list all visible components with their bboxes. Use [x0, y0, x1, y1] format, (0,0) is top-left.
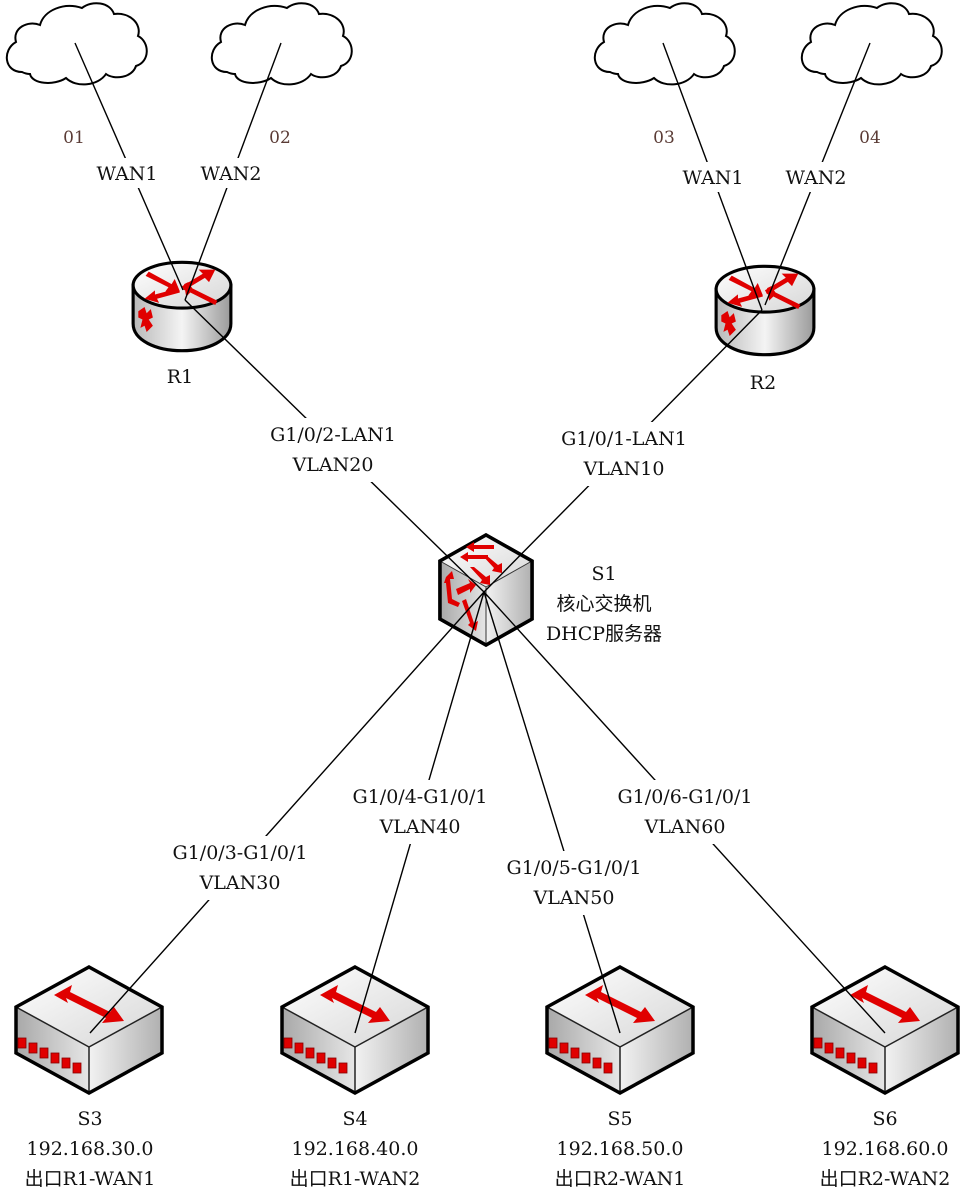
- access-link-s5-vlan: VLAN50: [533, 887, 615, 909]
- core-switch-name: S1: [591, 563, 616, 585]
- router-r1-name: R1: [167, 366, 193, 388]
- access-switch-s4-icon: [280, 965, 430, 1095]
- uplink-r2-vlan: VLAN10: [583, 458, 665, 480]
- access-switch-s4-exit: 出口R1-WAN2: [290, 1168, 421, 1190]
- cloud-04-label: 04: [859, 128, 881, 148]
- cloud-02-icon: [210, 2, 353, 86]
- cloud-01-label: 01: [63, 128, 85, 148]
- access-switch-s6-exit: 出口R2-WAN2: [820, 1168, 951, 1190]
- router-r1-icon: [131, 260, 233, 353]
- access-switch-s5-icon: [545, 965, 695, 1095]
- r1-wan2-label: WAN2: [200, 163, 261, 185]
- link-s1-s3: [89, 591, 485, 1034]
- access-switch-s4-subnet: 192.168.40.0: [292, 1138, 419, 1160]
- link-s1-s5: [483, 591, 621, 1034]
- access-link-s3-vlan: VLAN30: [199, 872, 281, 894]
- cloud-01-icon: [5, 2, 148, 86]
- cloud-03-label: 03: [653, 128, 675, 148]
- access-link-s3-ports: G1/0/3-G1/0/1: [173, 842, 308, 864]
- access-switch-s5-name: S5: [607, 1108, 632, 1130]
- access-switch-s3-icon: [14, 965, 164, 1095]
- access-switch-s6-name: S6: [872, 1108, 897, 1130]
- cloud-02-label: 02: [269, 128, 291, 148]
- access-link-s4-ports: G1/0/4-G1/0/1: [353, 786, 488, 808]
- uplink-r2-ports: G1/0/1-LAN1: [561, 428, 687, 450]
- router-r2-name: R2: [750, 372, 776, 394]
- access-switch-s5-subnet: 192.168.50.0: [557, 1138, 684, 1160]
- access-link-s6-ports: G1/0/6-G1/0/1: [618, 786, 753, 808]
- access-link-s6-vlan: VLAN60: [644, 816, 726, 838]
- cloud-03-icon: [593, 2, 736, 86]
- access-switch-s5-exit: 出口R2-WAN1: [555, 1168, 686, 1190]
- r2-wan1-label: WAN1: [682, 167, 743, 189]
- core-switch-role: 核心交换机: [556, 593, 651, 615]
- core-switch-service: DHCP服务器: [546, 623, 662, 645]
- access-link-s5-ports: G1/0/5-G1/0/1: [507, 857, 642, 879]
- r1-wan1-label: WAN1: [96, 163, 157, 185]
- access-switch-s6-icon: [810, 965, 960, 1095]
- access-switch-s3-name: S3: [77, 1108, 102, 1130]
- uplink-r1-ports: G1/0/2-LAN1: [270, 424, 396, 446]
- access-link-s4-vlan: VLAN40: [379, 816, 461, 838]
- access-switch-s4-name: S4: [342, 1108, 367, 1130]
- r2-wan2-label: WAN2: [785, 167, 846, 189]
- uplink-r1-vlan: VLAN20: [292, 454, 374, 476]
- access-switch-s3-subnet: 192.168.30.0: [27, 1138, 154, 1160]
- cloud-04-icon: [800, 2, 943, 86]
- access-switch-s6-subnet: 192.168.60.0: [822, 1138, 949, 1160]
- access-switch-s3-exit: 出口R1-WAN1: [25, 1168, 156, 1190]
